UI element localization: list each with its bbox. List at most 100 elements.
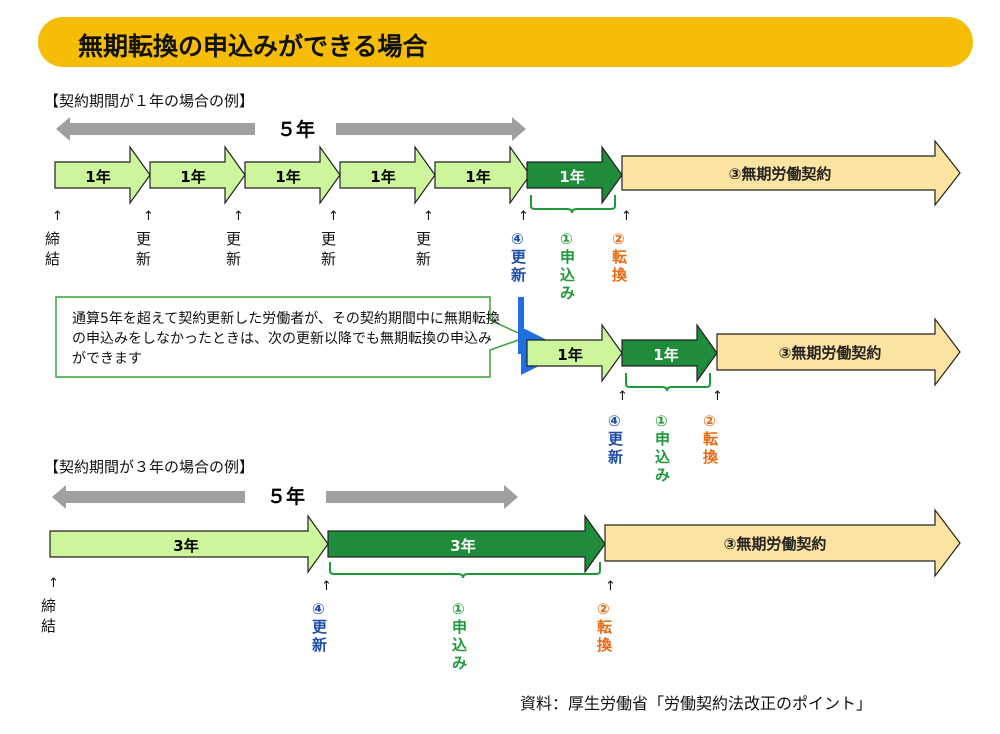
svg-text:込: 込 xyxy=(560,266,575,284)
svg-text:↑: ↑ xyxy=(52,209,63,224)
marker-koushin-4: 更 xyxy=(416,230,431,248)
svg-text:1年: 1年 xyxy=(180,168,205,186)
svg-text:更: 更 xyxy=(312,618,328,636)
svg-text:転: 転 xyxy=(612,248,627,266)
svg-text:換: 換 xyxy=(597,636,613,654)
svg-text:②: ② xyxy=(703,412,716,430)
section1b-up-arrows: ↑↑ xyxy=(617,389,723,404)
marker-koushin-3: 更 xyxy=(321,230,336,248)
svg-text:③無期労働契約: ③無期労働契約 xyxy=(729,165,832,183)
svg-text:込: 込 xyxy=(655,448,670,466)
svg-text:1年: 1年 xyxy=(370,168,395,186)
svg-text:③無期労働契約: ③無期労働契約 xyxy=(779,344,882,362)
section2-start-marker: 締結 xyxy=(41,597,56,635)
source-note: 資料：厚生労働省「労働契約法改正のポイント」 xyxy=(520,694,873,713)
svg-text:1年: 1年 xyxy=(557,346,582,364)
svg-text:③無期労働契約: ③無期労働契約 xyxy=(724,535,827,553)
section2-bracket xyxy=(329,562,601,579)
svg-text:↑: ↑ xyxy=(617,389,628,404)
svg-text:換: 換 xyxy=(612,266,628,284)
svg-text:更: 更 xyxy=(608,430,624,448)
svg-text:み: み xyxy=(655,466,670,484)
svg-text:申: 申 xyxy=(452,618,467,636)
svg-text:結: 結 xyxy=(41,617,56,635)
section1-up-arrows: ↑↑↑ ↑↑↑ ↑ xyxy=(52,209,632,224)
section2-span-label: ５年 xyxy=(267,485,305,508)
section1b-year-2-highlight: 1年 xyxy=(621,323,718,383)
section2-label: 【契約期間が３年の場合の例】 xyxy=(44,458,255,476)
section1b-convert-marker: ②転換 xyxy=(703,412,719,466)
svg-text:↑: ↑ xyxy=(233,209,244,224)
section2-arrows: 3年 3年 ③無期労働契約 xyxy=(49,508,961,578)
section1-convert-marker: ②転換 xyxy=(612,230,628,284)
svg-text:①: ① xyxy=(655,412,668,430)
section1b-bracket xyxy=(625,373,711,392)
svg-text:換: 換 xyxy=(703,448,719,466)
svg-text:新: 新 xyxy=(312,636,327,654)
section1-year-4: 1年 xyxy=(339,145,436,205)
svg-text:1年: 1年 xyxy=(653,346,678,364)
section1b-year-1: 1年 xyxy=(526,323,623,383)
section1-year-2: 1年 xyxy=(149,145,246,205)
svg-text:↑: ↑ xyxy=(712,389,723,404)
section2-convert-marker: ②転換 xyxy=(597,600,613,654)
svg-text:結: 結 xyxy=(45,250,60,268)
svg-text:1年: 1年 xyxy=(85,168,110,186)
section1-final-arrow: ③無期労働契約 xyxy=(621,139,961,207)
svg-text:②: ② xyxy=(612,230,625,248)
svg-text:転: 転 xyxy=(703,430,718,448)
svg-text:込: 込 xyxy=(452,636,467,654)
section2-span-arrow: ５年 xyxy=(52,485,518,509)
marker-koushin-1: 更 xyxy=(136,230,151,248)
page-title: 無期転換の申込みができる場合 xyxy=(78,32,428,61)
section1-year-3: 1年 xyxy=(244,145,341,205)
svg-text:新: 新 xyxy=(416,250,431,268)
svg-text:④: ④ xyxy=(312,600,325,618)
svg-text:3年: 3年 xyxy=(173,537,198,555)
section2-year-3-highlight: 3年 xyxy=(327,514,606,574)
svg-text:↑: ↑ xyxy=(605,579,616,594)
section2-final-arrow: ③無期労働契約 xyxy=(604,508,961,578)
section1-span-label: ５年 xyxy=(277,118,315,141)
marker-koushin-2: 更 xyxy=(226,230,241,248)
svg-text:新: 新 xyxy=(608,448,623,466)
svg-text:↑: ↑ xyxy=(328,209,339,224)
svg-text:新: 新 xyxy=(321,250,336,268)
svg-text:↑: ↑ xyxy=(423,209,434,224)
svg-text:み: み xyxy=(452,654,467,672)
section1-label: 【契約期間が１年の場合の例】 xyxy=(44,92,255,110)
title-bar xyxy=(38,17,973,67)
svg-text:1年: 1年 xyxy=(559,168,584,186)
section1-year-6-highlight: 1年 xyxy=(526,145,623,205)
svg-text:↑: ↑ xyxy=(48,576,59,591)
svg-text:1年: 1年 xyxy=(275,168,300,186)
section1-year-5: 1年 xyxy=(434,145,531,205)
svg-text:↑: ↑ xyxy=(143,209,154,224)
section1-year-arrows: 1年 1年 1年 1年 1年 1年 ③無期労働契約 xyxy=(54,139,961,207)
svg-text:↑: ↑ xyxy=(621,209,632,224)
section1b-renew-marker: ④更新 xyxy=(608,412,624,466)
marker-teiketsu: 締 xyxy=(45,230,60,248)
section2-renew-marker: ④更新 xyxy=(312,600,328,654)
section2-year-3: 3年 xyxy=(49,514,329,574)
svg-text:↑: ↑ xyxy=(321,579,332,594)
section1b-arrows: 1年 1年 ③無期労働契約 xyxy=(526,317,961,387)
section1-year-1: 1年 xyxy=(54,145,151,205)
svg-text:1年: 1年 xyxy=(465,168,490,186)
svg-text:④: ④ xyxy=(608,412,621,430)
callout-box xyxy=(55,296,529,378)
svg-text:④: ④ xyxy=(511,230,524,248)
svg-text:新: 新 xyxy=(136,250,151,268)
svg-text:更: 更 xyxy=(511,248,527,266)
svg-text:3年: 3年 xyxy=(450,537,475,555)
svg-text:み: み xyxy=(560,284,575,302)
svg-text:締: 締 xyxy=(41,597,56,615)
section2-up-arrows: ↑ ↑ ↑ xyxy=(48,576,616,594)
svg-text:①: ① xyxy=(452,600,465,618)
svg-text:新: 新 xyxy=(226,250,241,268)
svg-text:転: 転 xyxy=(597,618,612,636)
